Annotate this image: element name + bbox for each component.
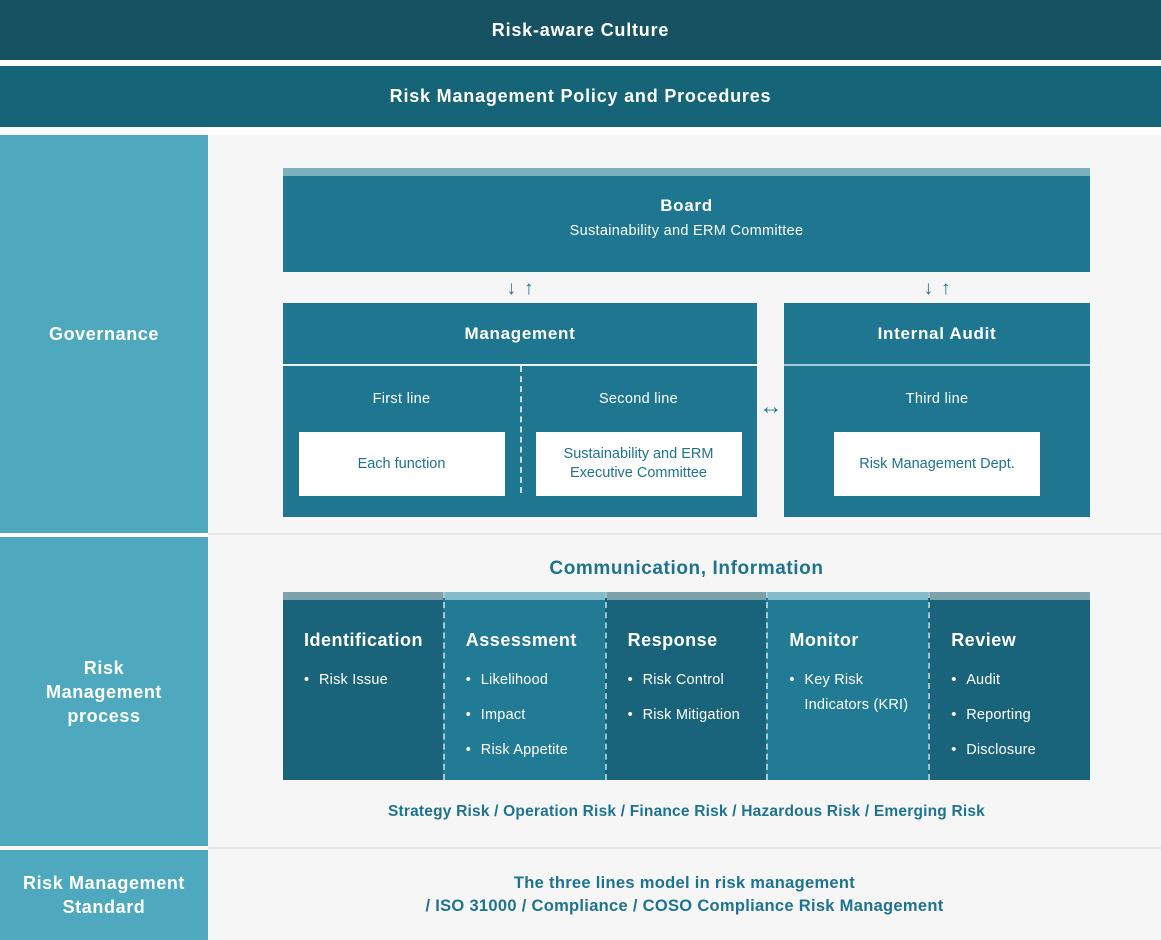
arrow-up-icon: ↑ (941, 278, 951, 299)
column-title: Monitor (789, 630, 859, 650)
arrow-leftright-icon: ↔ (759, 393, 783, 419)
bullet-list: LikelihoodImpactRisk Appetite (466, 668, 597, 763)
management-dashed-divider (520, 366, 522, 493)
board-audit-arrows: ↓↑ (897, 278, 977, 300)
bullet-item: Disclosure (951, 738, 1082, 763)
internal-audit-title: Internal Audit (784, 303, 1090, 366)
first-line-label: First line (372, 391, 431, 407)
column-top-strip (768, 592, 929, 600)
internal-audit-box: Internal Audit Third line Risk Managemen… (784, 303, 1090, 517)
section-divider (208, 533, 1161, 535)
column-title: Assessment (465, 630, 577, 650)
bullet-list: Key Risk Indicators (KRI) (789, 668, 920, 718)
bullet-item: Key Risk Indicators (KRI) (789, 668, 920, 718)
bullet-item: Likelihood (466, 668, 597, 693)
bullet-item: Risk Mitigation (628, 703, 759, 728)
sidebar-section-process: Risk Management process (0, 537, 208, 846)
risk-categories-line: Strategy Risk / Operation Risk / Finance… (387, 803, 986, 820)
process-column-assessment: Assessment LikelihoodImpactRisk Appetite (442, 592, 605, 780)
standard-label: Risk Management Standard (22, 873, 186, 917)
bullet-item: Audit (951, 668, 1082, 693)
board-box: Board Sustainability and ERM Committee (283, 168, 1090, 272)
process-column-response: Response Risk ControlRisk Mitigation (604, 592, 767, 780)
exec-committee-box: Sustainability and ERM Executive Committ… (535, 432, 742, 496)
column-title: Response (627, 630, 718, 650)
sidebar-section-governance: Governance (0, 135, 208, 533)
management-body: First line Each function Second line Sus… (283, 366, 757, 517)
process-column-identification: Identification Risk Issue (283, 592, 443, 780)
process-column-monitor: Monitor Key Risk Indicators (KRI) (766, 592, 929, 780)
second-line-column: Second line Sustainability and ERM Execu… (520, 366, 757, 517)
section-divider (208, 847, 1161, 849)
board-management-arrows: ↓↑ (480, 278, 560, 300)
each-function-box: Each function (298, 432, 505, 496)
process-label: Risk Management process (45, 657, 163, 726)
communication-heading: Communication, Information (549, 558, 824, 579)
risk-dept-box: Risk Management Dept. (834, 432, 1040, 496)
risk-policy-label: Risk Management Policy and Procedures (389, 86, 772, 106)
first-line-column: First line Each function (283, 366, 520, 517)
column-top-strip (283, 592, 443, 600)
column-title: Identification (304, 630, 423, 650)
arrow-up-icon: ↑ (524, 278, 534, 299)
governance-label: Governance (48, 324, 160, 344)
bullet-item: Risk Appetite (466, 738, 597, 763)
standard-description: The three lines model in risk management… (425, 874, 944, 915)
risk-policy-banner: Risk Management Policy and Procedures (0, 66, 1161, 127)
column-title: Review (951, 630, 1017, 650)
third-line-column: Third line Risk Management Dept. (784, 366, 1090, 517)
column-top-strip (606, 592, 767, 600)
management-box: Management First line Each function Seco… (283, 303, 757, 517)
board-title: Board (660, 196, 713, 215)
process-column-review: Review AuditReportingDisclosure (928, 592, 1090, 780)
bullet-list: Risk Issue (304, 668, 435, 693)
bullet-item: Reporting (951, 703, 1082, 728)
risk-aware-culture-label: Risk-aware Culture (491, 19, 670, 40)
bullet-item: Impact (466, 703, 597, 728)
main-panel: Board Sustainability and ERM Committee ↓… (208, 135, 1161, 940)
board-subtitle: Sustainability and ERM Committee (569, 223, 804, 239)
board-top-strip (283, 168, 1090, 176)
bullet-item: Risk Control (628, 668, 759, 693)
risk-aware-culture-banner: Risk-aware Culture (0, 0, 1161, 60)
bullet-item: Risk Issue (304, 668, 435, 693)
bullet-list: Risk ControlRisk Mitigation (628, 668, 759, 728)
column-top-strip (930, 592, 1090, 600)
bullet-list: AuditReportingDisclosure (951, 668, 1082, 763)
process-table: Identification Risk Issue Assessment Lik… (283, 592, 1090, 780)
sidebar-section-standard: Risk Management Standard (0, 850, 208, 940)
column-top-strip (444, 592, 605, 600)
management-title: Management (283, 303, 757, 366)
arrow-down-icon: ↓ (506, 278, 517, 299)
third-line-label: Third line (905, 391, 969, 407)
internal-audit-body: Third line Risk Management Dept. (784, 366, 1090, 517)
second-line-label: Second line (598, 391, 679, 407)
arrow-down-icon: ↓ (923, 278, 934, 299)
